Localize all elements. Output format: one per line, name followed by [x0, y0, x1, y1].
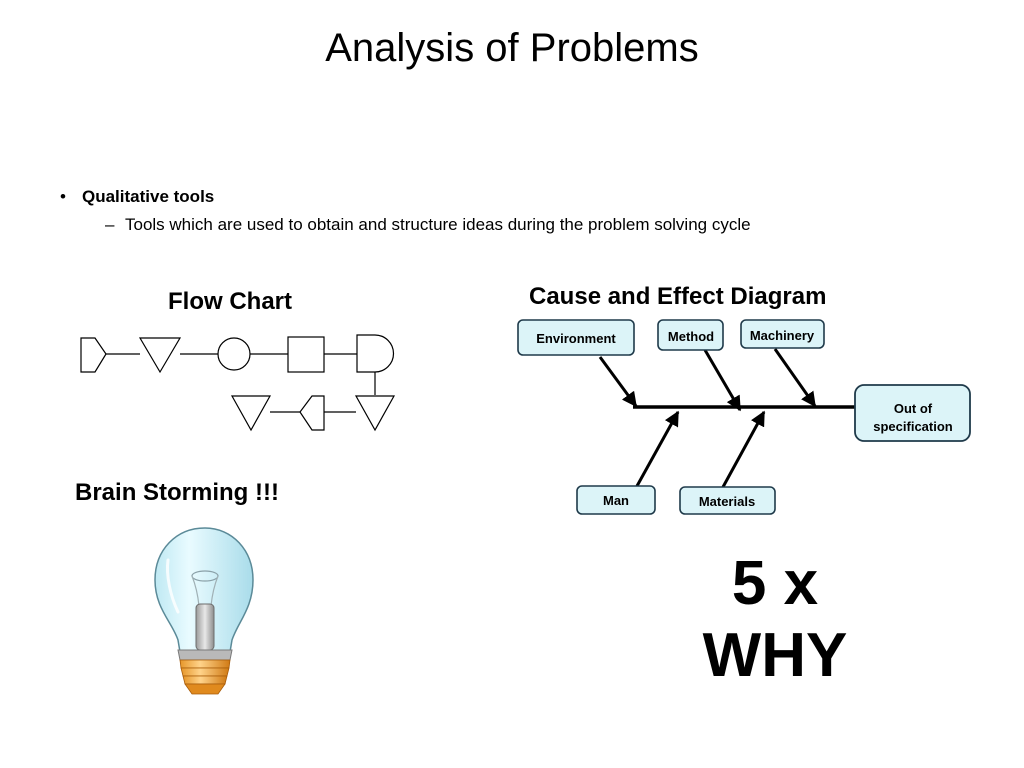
slide-title: Analysis of Problems	[325, 26, 699, 70]
cause-box-man: Man	[576, 485, 656, 515]
cause-box-machinery: Machinery	[740, 319, 825, 349]
sub-bullet-description: –Tools which are used to obtain and stru…	[105, 214, 751, 236]
effect-label-line2: specification	[873, 419, 953, 434]
bullet-text: Qualitative tools	[82, 187, 215, 206]
bullet-marker: •	[60, 187, 66, 206]
flow-square	[287, 336, 325, 373]
fishbone-diagram: Environment Method Machinery Man Materia…	[517, 319, 971, 515]
brain-storming-heading: Brain Storming !!!	[75, 479, 279, 506]
arrow-method	[703, 349, 742, 412]
effect-label-line1: Out of	[894, 401, 933, 416]
flow-delay	[356, 334, 395, 373]
cause-label-materials: Materials	[699, 494, 755, 509]
flow-pentagon-arrow-left	[299, 395, 325, 431]
flow-triangle	[230, 395, 272, 432]
five-why-line2: WHY	[702, 621, 848, 690]
flow-circle	[217, 337, 251, 371]
cause-label-method: Method	[668, 329, 714, 344]
flow-triangle	[138, 337, 182, 374]
cause-box-materials: Materials	[679, 486, 776, 515]
light-bulb-icon	[154, 527, 254, 695]
cause-label-man: Man	[603, 493, 629, 508]
arrow-man	[635, 410, 680, 487]
flow-chart-heading: Flow Chart	[168, 288, 292, 315]
sub-bullet-marker: –	[105, 215, 115, 234]
sub-bullet-text: Tools which are used to obtain and struc…	[125, 215, 751, 234]
cause-effect-heading: Cause and Effect Diagram	[529, 283, 827, 310]
flow-pentagon-arrow	[80, 337, 107, 373]
five-why-line1: 5 x	[731, 549, 819, 618]
arrow-environment	[598, 356, 638, 408]
cause-label-environment: Environment	[536, 331, 616, 346]
cause-label-machinery: Machinery	[750, 328, 815, 343]
arrow-materials	[721, 410, 766, 488]
flow-triangle	[354, 395, 396, 432]
flow-chart	[80, 334, 396, 432]
cause-box-method: Method	[657, 319, 724, 351]
arrow-machinery	[773, 348, 817, 408]
bullet-qualitative-tools: • Qualitative tools	[60, 186, 214, 208]
cause-box-environment: Environment	[517, 319, 635, 356]
effect-box: Out of specification	[854, 384, 971, 442]
